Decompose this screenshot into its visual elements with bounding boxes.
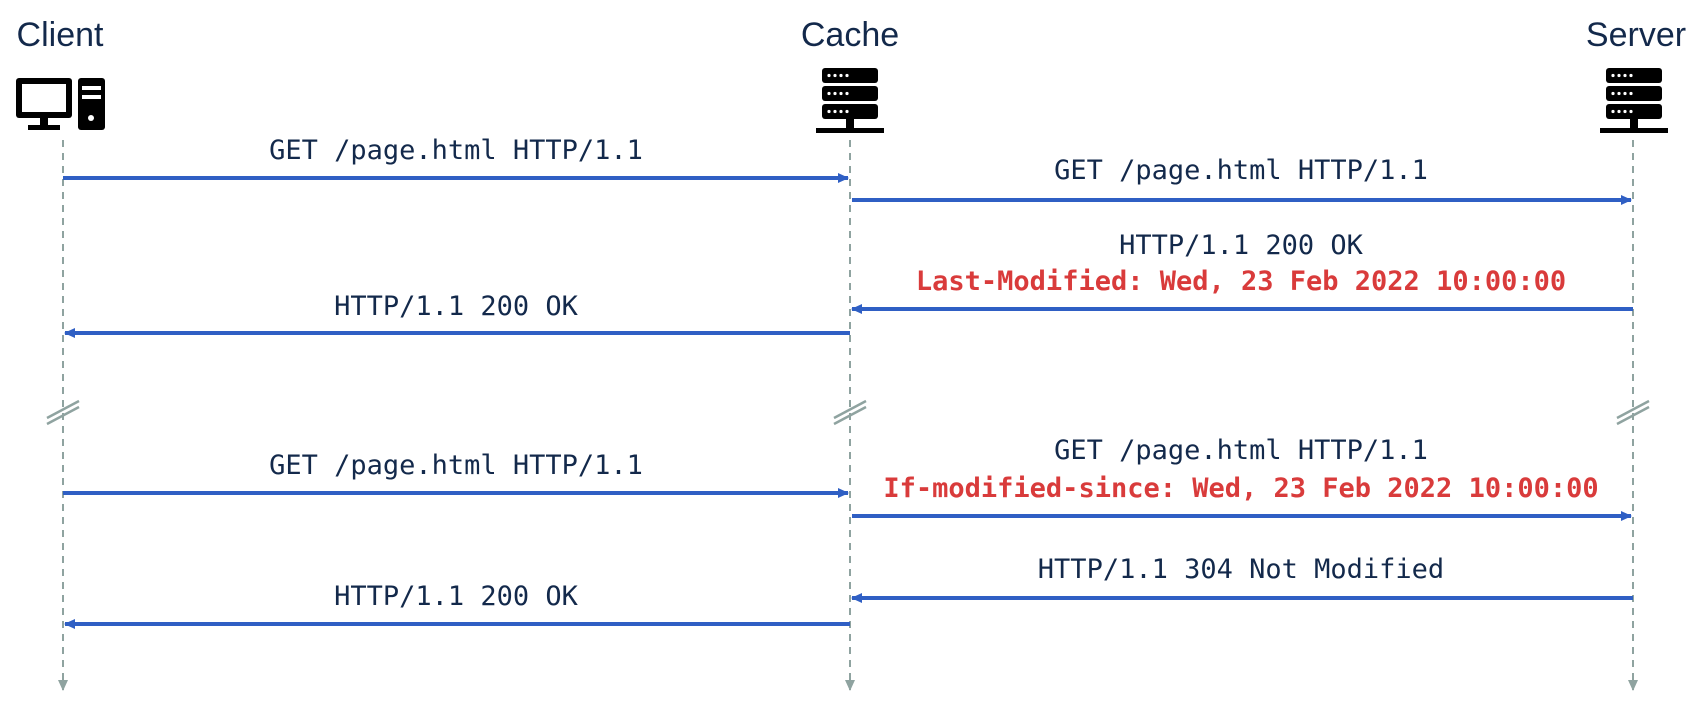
- message-label: HTTP/1.1 200 OK: [1119, 230, 1364, 261]
- desktop-computer-icon: [16, 78, 105, 130]
- message-label: HTTP/1.1 200 OK: [334, 291, 579, 322]
- client-label: Client: [17, 16, 104, 54]
- message-label: HTTP/1.1 200 OK: [334, 581, 579, 612]
- time-break-mark: [46, 399, 1650, 426]
- message-label: GET /page.html HTTP/1.1: [269, 135, 643, 166]
- cache-label: Cache: [801, 16, 899, 54]
- last-modified-header: Last-Modified: Wed, 23 Feb 2022 10:00:00: [916, 266, 1566, 297]
- server-label: Server: [1586, 16, 1686, 54]
- message-label: GET /page.html HTTP/1.1: [1054, 435, 1428, 466]
- message-label: GET /page.html HTTP/1.1: [269, 450, 643, 481]
- server-rack-icon: [816, 68, 884, 133]
- message-label: HTTP/1.1 304 Not Modified: [1038, 554, 1444, 585]
- server-rack-icon: [1600, 68, 1668, 133]
- if-modified-since-header: If-modified-since: Wed, 23 Feb 2022 10:0…: [883, 473, 1598, 504]
- message-label: GET /page.html HTTP/1.1: [1054, 155, 1428, 186]
